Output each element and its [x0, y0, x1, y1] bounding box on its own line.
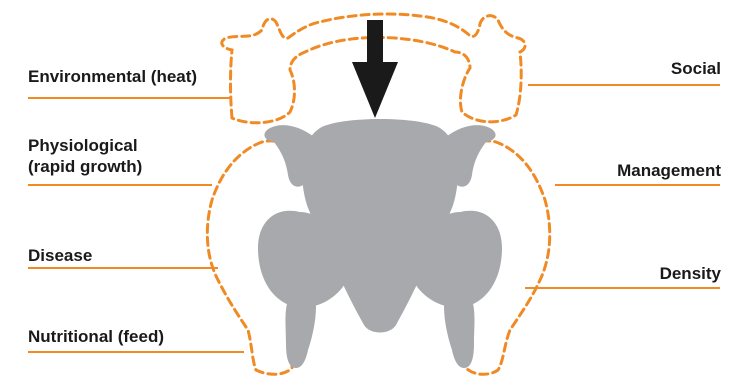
- label-management: Management: [617, 160, 721, 181]
- bird-drumstick-right: [444, 298, 475, 368]
- label-environmental: Environmental (heat): [28, 66, 197, 87]
- chicken-carcass-icon: [258, 119, 502, 368]
- down-arrow-icon: [352, 20, 398, 118]
- label-social: Social: [671, 58, 721, 79]
- label-physiological: Physiological (rapid growth): [28, 135, 142, 177]
- bird-drumstick-left: [286, 298, 317, 368]
- label-nutritional: Nutritional (feed): [28, 326, 164, 347]
- label-disease: Disease: [28, 245, 92, 266]
- label-density: Density: [660, 263, 721, 284]
